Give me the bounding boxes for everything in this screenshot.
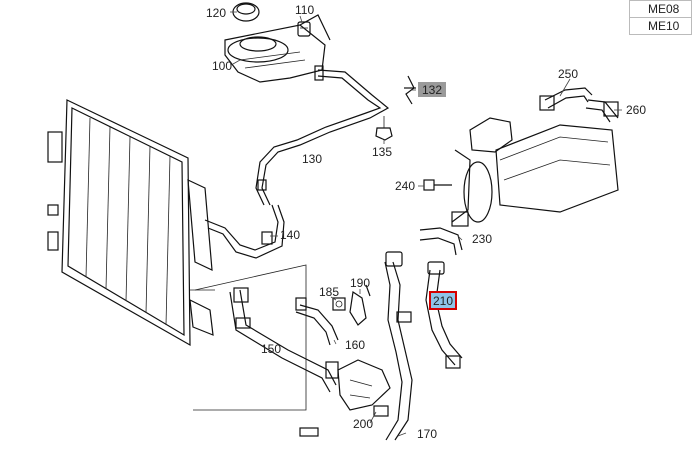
hose-160 bbox=[295, 297, 339, 346]
hose-250 bbox=[539, 87, 593, 111]
label-130[interactable]: 130 bbox=[302, 152, 322, 166]
label-250[interactable]: 250 bbox=[558, 67, 578, 81]
label-185[interactable]: 185 bbox=[319, 285, 339, 299]
label-170[interactable]: 170 bbox=[417, 427, 437, 441]
bolt-240 bbox=[423, 179, 452, 191]
hose-260 bbox=[585, 99, 619, 123]
label-160[interactable]: 160 bbox=[345, 338, 365, 352]
leader-lines bbox=[230, 11, 622, 437]
label-110[interactable]: 110 bbox=[295, 3, 314, 17]
label-260[interactable]: 260 bbox=[626, 103, 646, 117]
hose-140 bbox=[204, 204, 285, 259]
label-210-highlight bbox=[429, 291, 457, 310]
expansion-tank bbox=[224, 14, 331, 83]
hose-170 bbox=[384, 251, 413, 441]
bracket-190 bbox=[349, 284, 371, 326]
variant-me10[interactable]: ME10 bbox=[629, 17, 692, 35]
label-132-box bbox=[418, 82, 446, 97]
variant-table: ME08 ME10 bbox=[629, 0, 692, 35]
junction-200 bbox=[299, 359, 391, 437]
label-150[interactable]: 150 bbox=[261, 342, 281, 356]
radiator bbox=[47, 99, 215, 347]
clamp-132 bbox=[404, 75, 416, 105]
label-120[interactable]: 120 bbox=[206, 6, 226, 20]
hose-210 bbox=[425, 261, 463, 369]
label-230[interactable]: 230 bbox=[472, 232, 492, 246]
label-210[interactable]: 210 bbox=[433, 294, 453, 308]
label-100[interactable]: 100 bbox=[212, 59, 232, 73]
label-135[interactable]: 135 bbox=[372, 145, 392, 159]
bolt-135 bbox=[375, 116, 393, 141]
hose-230 bbox=[419, 211, 469, 256]
label-200[interactable]: 200 bbox=[353, 417, 373, 431]
hose-clamp-110 bbox=[297, 21, 311, 37]
label-132[interactable]: 132 bbox=[422, 83, 442, 97]
hose-150 bbox=[229, 287, 339, 393]
hose-130 bbox=[255, 65, 390, 206]
label-190[interactable]: 190 bbox=[350, 276, 370, 290]
electric-pump-assembly bbox=[451, 117, 619, 223]
label-240[interactable]: 240 bbox=[395, 179, 415, 193]
callout-box-lines bbox=[193, 264, 307, 411]
label-140[interactable]: 140 bbox=[280, 228, 300, 242]
sensor-185 bbox=[332, 297, 346, 311]
